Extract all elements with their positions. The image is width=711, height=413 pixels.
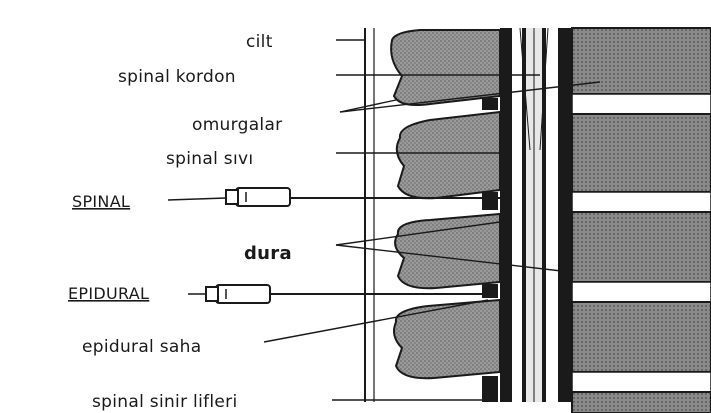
label-spinal: SPINAL	[72, 192, 130, 211]
label-spinal-fluid: spinal sıvı	[166, 149, 253, 169]
skin-layer	[365, 28, 374, 402]
labels: cilt spinal kordon omurgalar spinal sıvı…	[68, 32, 292, 412]
label-spinal-cord: spinal kordon	[118, 67, 236, 87]
label-vertebrae: omurgalar	[192, 115, 282, 135]
label-dura: dura	[244, 243, 292, 264]
vertebrae-posterior	[391, 30, 500, 402]
epidural-needle	[206, 285, 496, 303]
label-nerve-fibers: spinal sinir lifleri	[92, 392, 238, 412]
label-epidural: EPIDURAL	[68, 284, 149, 303]
label-epidural-space: epidural saha	[82, 337, 201, 357]
label-skin: cilt	[246, 32, 273, 52]
vertebral-bodies	[572, 28, 711, 413]
spinal-canal	[500, 28, 572, 402]
